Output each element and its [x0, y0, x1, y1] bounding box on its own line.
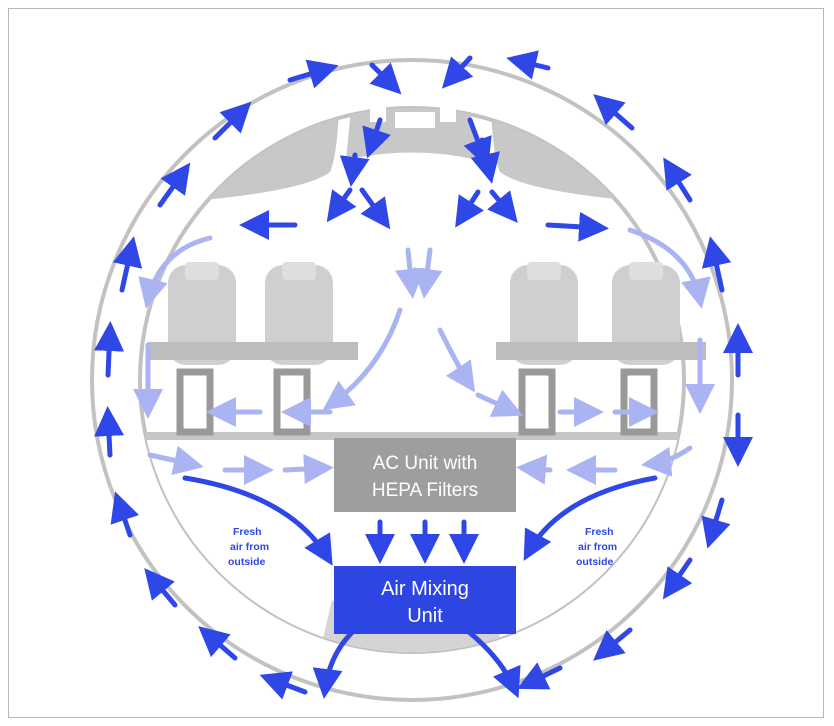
ac-unit-label-line1: AC Unit with	[373, 453, 478, 474]
duct-vent-center	[395, 112, 435, 128]
fresh-air-left-line3: outside	[228, 556, 265, 568]
perimeter-airflow	[94, 50, 753, 700]
seats-right	[496, 262, 706, 436]
fresh-air-right-line2: air from	[578, 541, 617, 553]
seat-headrest	[282, 262, 316, 280]
seat-cushion	[496, 342, 706, 360]
seat-headrest	[527, 262, 561, 280]
seat-back	[510, 265, 578, 365]
fresh-air-left-line1: Fresh	[233, 526, 262, 538]
duct-vent-left	[370, 92, 386, 122]
fresh-air-right-line3: outside	[576, 556, 613, 568]
air-mixing-unit-box	[334, 566, 516, 634]
air-mixing-label-line1: Air Mixing	[381, 578, 469, 600]
ac-unit-box	[334, 438, 516, 512]
seat-back	[612, 265, 680, 365]
seat-back	[265, 265, 333, 365]
seat-cushion	[148, 342, 358, 360]
cabin-return-airflow	[133, 227, 715, 485]
seat-back	[168, 265, 236, 365]
ac-unit-label-line2: HEPA Filters	[372, 480, 478, 501]
seats-left	[148, 262, 358, 436]
air-mixing-label-line2: Unit	[407, 605, 443, 627]
seat-headrest	[185, 262, 219, 280]
cabin-floor	[140, 432, 684, 440]
fresh-air-left-line2: air from	[230, 541, 269, 553]
duct-vent-right	[440, 92, 456, 122]
fresh-air-right-line1: Fresh	[585, 526, 614, 538]
seat-headrest	[629, 262, 663, 280]
